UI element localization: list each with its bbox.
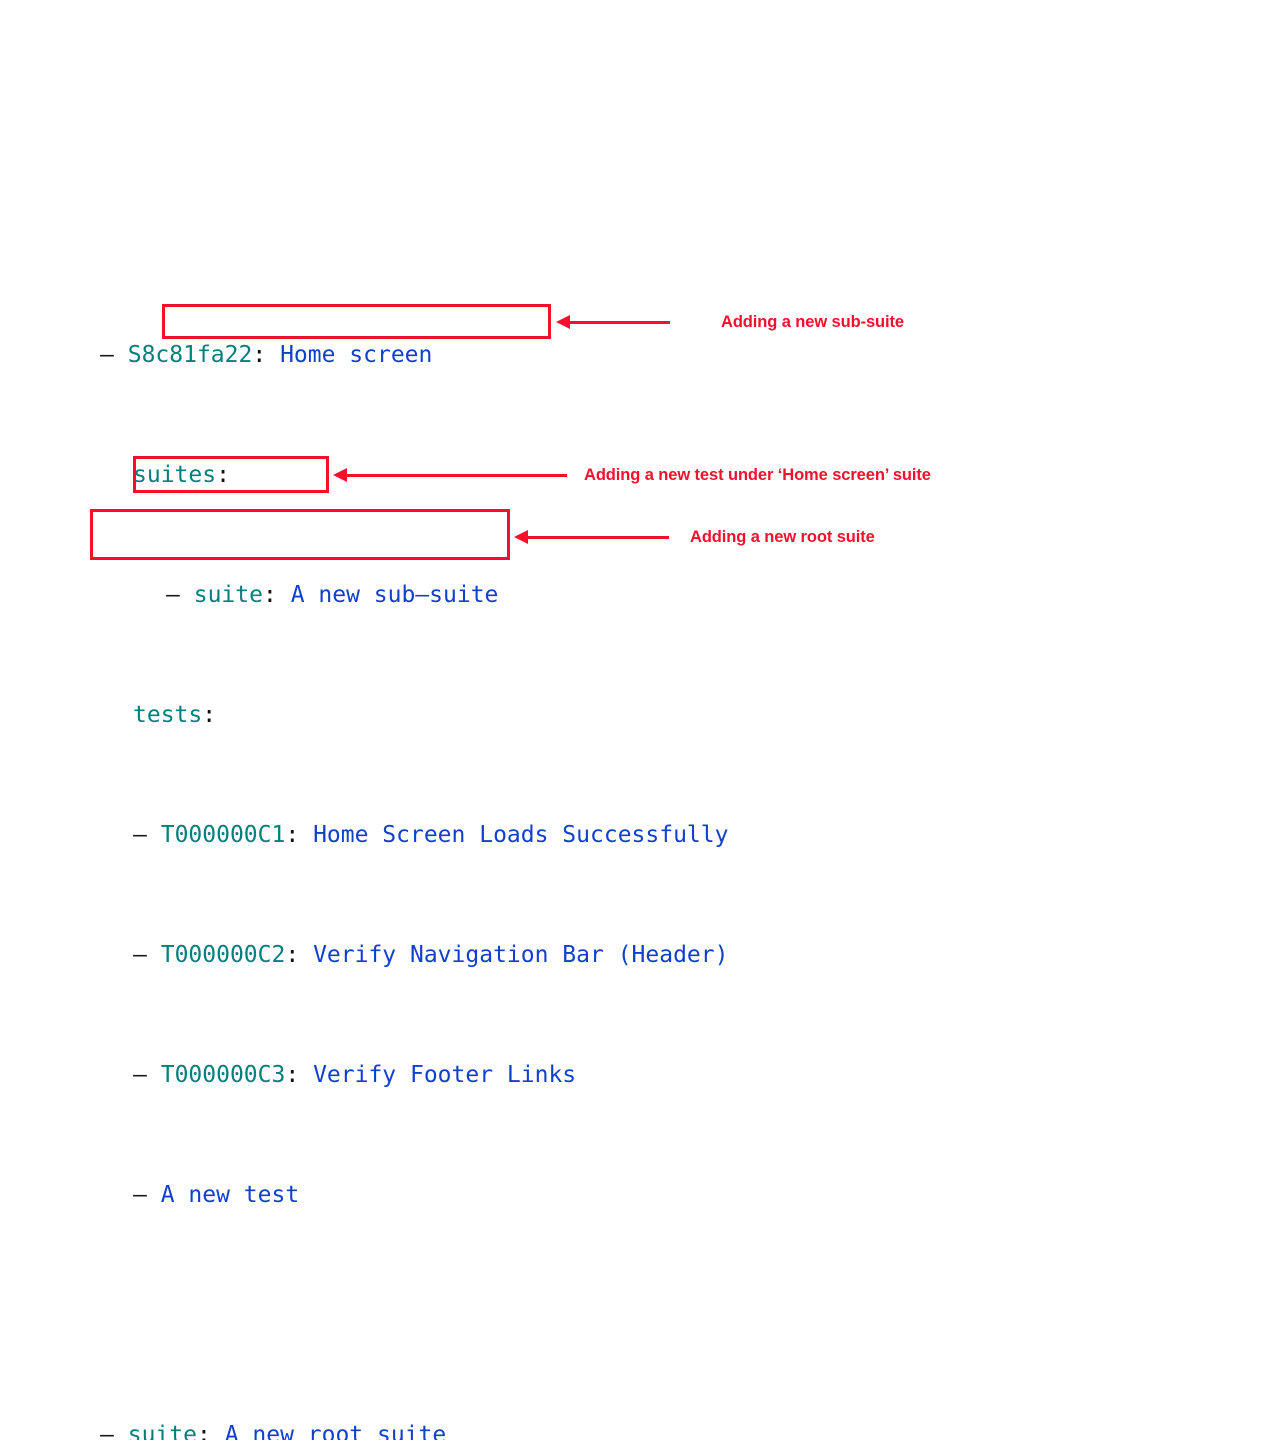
bullet-dash-icon: – [133, 822, 147, 848]
tree-spacer [100, 1300, 728, 1330]
tests-key: tests [133, 702, 203, 728]
bullet-dash-icon: – [100, 342, 114, 368]
tree-row-test[interactable]: – T000000C1: Home Screen Loads Successfu… [100, 820, 728, 850]
bullet-dash-icon: – [166, 582, 180, 608]
new-root-suite-title: A new root suite [224, 1422, 447, 1440]
test-title: Home Screen Loads Successfully [313, 822, 729, 848]
tree-row-new-test[interactable]: – A new test [100, 1180, 728, 1210]
colon: : [285, 822, 300, 848]
colon: : [252, 342, 267, 368]
colon: : [285, 1062, 300, 1088]
suite-title: Home screen [280, 342, 433, 368]
colon: : [216, 462, 230, 488]
sub-suite-title: A new sub–suite [290, 582, 499, 608]
bullet-dash-icon: – [100, 1422, 114, 1440]
tree-row-new-root-suite[interactable]: – suite: A new root suite [100, 1420, 728, 1440]
colon: : [285, 942, 300, 968]
tree-row-root-suite[interactable]: – S8c81fa22: Home screen [100, 340, 728, 370]
test-id: T000000C1 [160, 822, 286, 848]
annotation-label-new-test: Adding a new test under ‘Home screen’ su… [584, 466, 931, 484]
suite-id: S8c81fa22 [127, 342, 253, 368]
tree-row-test[interactable]: – T000000C3: Verify Footer Links [100, 1060, 728, 1090]
test-id: T000000C2 [160, 942, 286, 968]
test-id: T000000C3 [160, 1062, 286, 1088]
tree-row-suites-label: suites: [100, 460, 728, 490]
colon: : [196, 1422, 211, 1440]
suite-key: suite [127, 1422, 197, 1440]
annotation-label-sub-suite: Adding a new sub-suite [721, 313, 904, 331]
suite-key: suite [193, 582, 263, 608]
test-suite-tree: – S8c81fa22: Home screen suites: – suite… [100, 250, 728, 1440]
bullet-dash-icon: – [133, 942, 147, 968]
tree-row-tests-label: tests: [100, 700, 728, 730]
test-title: Verify Footer Links [313, 1062, 577, 1088]
new-test-title: A new test [160, 1182, 300, 1208]
test-title: Verify Navigation Bar (Header) [313, 942, 729, 968]
bullet-dash-icon: – [133, 1182, 147, 1208]
tree-row-test[interactable]: – T000000C2: Verify Navigation Bar (Head… [100, 940, 728, 970]
suites-key: suites [133, 462, 217, 488]
tree-row-new-sub-suite[interactable]: – suite: A new sub–suite [100, 580, 728, 610]
colon: : [262, 582, 277, 608]
colon: : [202, 702, 217, 728]
annotation-label-root-suite: Adding a new root suite [690, 528, 875, 546]
bullet-dash-icon: – [133, 1062, 147, 1088]
